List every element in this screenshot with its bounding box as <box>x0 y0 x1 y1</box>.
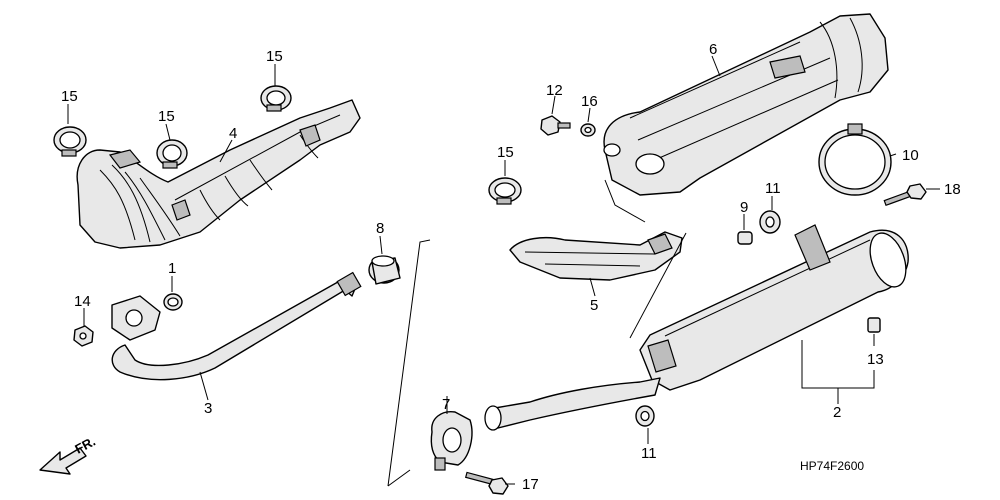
callout-7[interactable]: 7 <box>442 396 450 413</box>
part-18-bolt[interactable] <box>883 183 927 207</box>
callout-8[interactable]: 8 <box>376 220 384 237</box>
part-15-clamp-d[interactable] <box>488 177 522 205</box>
part-3-exhaust-pipe[interactable] <box>111 271 362 381</box>
callout-13[interactable]: 13 <box>867 351 884 368</box>
callout-10[interactable]: 10 <box>902 147 919 164</box>
leader-lines <box>67 55 940 485</box>
part-15-clamp-a[interactable] <box>53 126 87 157</box>
part-7-clamp[interactable] <box>430 411 473 471</box>
callout-11[interactable]: 11 <box>765 180 781 197</box>
part-1-gasket[interactable] <box>163 293 183 311</box>
part-2-muffler[interactable] <box>484 224 913 431</box>
part-11-rubber-upper[interactable] <box>759 210 781 234</box>
callout-4[interactable]: 4 <box>229 125 237 142</box>
callout-2[interactable]: 2 <box>833 404 841 421</box>
part-12-bolt[interactable] <box>540 115 571 136</box>
part-15-clamp-b[interactable] <box>156 139 188 169</box>
part-11-rubber-lower[interactable] <box>635 405 655 427</box>
callout-18[interactable]: 18 <box>944 181 961 198</box>
part-5-protector[interactable] <box>509 231 683 281</box>
part-16-washer[interactable] <box>580 123 596 137</box>
callout-5[interactable]: 5 <box>590 297 598 314</box>
callout-11[interactable]: 11 <box>641 445 657 462</box>
drawing-code: HP74F2600 <box>800 459 864 473</box>
callout-3[interactable]: 3 <box>204 400 212 417</box>
part-13-plug[interactable] <box>867 317 881 333</box>
part-9-collar[interactable] <box>737 231 753 245</box>
part-10-band[interactable] <box>818 123 892 196</box>
part-17-bolt[interactable] <box>464 471 509 495</box>
callout-16[interactable]: 16 <box>581 93 598 110</box>
callout-9[interactable]: 9 <box>740 199 748 216</box>
part-15-clamp-c[interactable] <box>260 85 292 112</box>
assembly-lines <box>387 179 687 487</box>
callout-15[interactable]: 15 <box>497 144 514 161</box>
callout-6[interactable]: 6 <box>709 41 717 58</box>
callout-14[interactable]: 14 <box>74 293 91 310</box>
callout-12[interactable]: 12 <box>546 82 563 99</box>
callout-15[interactable]: 15 <box>61 88 78 105</box>
callout-labels: 15 15 15 4 1 14 3 8 6 12 16 15 10 18 9 1… <box>61 41 961 493</box>
callout-15[interactable]: 15 <box>158 108 175 125</box>
part-8-collar[interactable] <box>368 255 401 285</box>
callout-15[interactable]: 15 <box>266 48 283 65</box>
part-4-heat-shield[interactable] <box>76 99 361 249</box>
callout-17[interactable]: 17 <box>522 476 539 493</box>
callout-1[interactable]: 1 <box>168 260 176 277</box>
part-14-nut[interactable] <box>73 325 94 347</box>
part-6-muffler-cover[interactable] <box>603 13 889 196</box>
front-arrow: FR. <box>39 434 98 475</box>
